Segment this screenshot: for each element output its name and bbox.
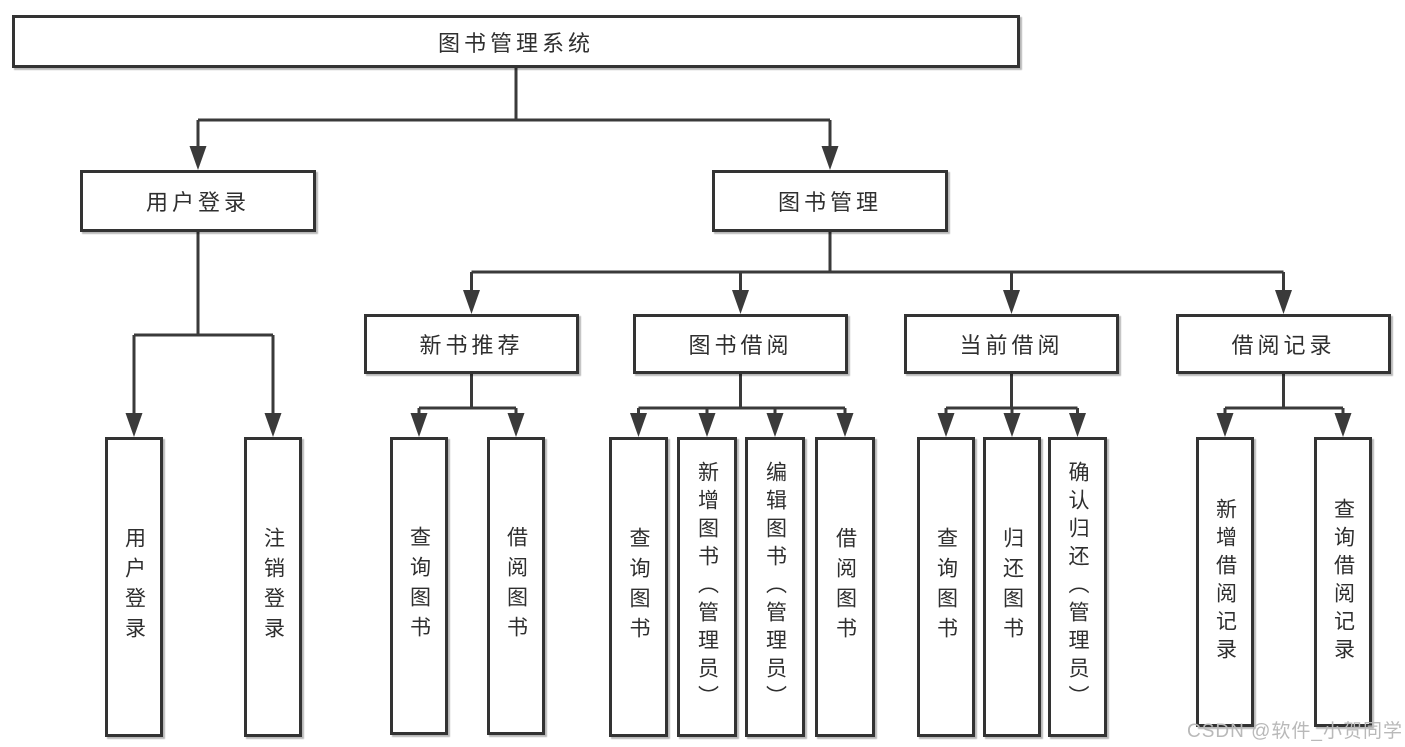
node-borrowing-records: 借阅记录 xyxy=(1176,314,1391,374)
node-label: 归还图书 xyxy=(1000,527,1024,647)
node-label: 新增图书（管理员） xyxy=(695,461,719,713)
node-book-borrowing: 图书借阅 xyxy=(633,314,848,374)
node-label: 当前借阅 xyxy=(959,333,1064,358)
leaf-edit-books-admin: 编辑图书（管理员） xyxy=(745,437,805,737)
leaf-user-login: 用户登录 xyxy=(105,437,163,737)
leaf-logout: 注销登录 xyxy=(244,437,302,737)
leaf-query-books-current: 查询图书 xyxy=(917,437,975,737)
leaf-borrow-books: 借阅图书 xyxy=(815,437,875,737)
leaf-query-borrow-record: 查询借阅记录 xyxy=(1314,437,1372,727)
node-current-borrowing: 当前借阅 xyxy=(904,314,1119,374)
node-label: 编辑图书（管理员） xyxy=(763,461,787,713)
node-label: 新增借阅记录 xyxy=(1213,498,1237,666)
node-label: 借阅记录 xyxy=(1231,333,1336,358)
node-label: 图书借阅 xyxy=(688,333,793,358)
node-library-management-system: 图书管理系统 xyxy=(12,15,1020,68)
leaf-add-books-admin: 新增图书（管理员） xyxy=(677,437,737,737)
leaf-query-books-borrowing: 查询图书 xyxy=(609,437,668,737)
connector-paths xyxy=(132,68,1345,418)
node-label: 借阅图书 xyxy=(504,526,528,646)
node-label: 用户登录 xyxy=(145,190,250,215)
node-label: 查询图书 xyxy=(627,527,650,647)
leaf-return-books: 归还图书 xyxy=(983,437,1041,737)
node-label: 图书管理 xyxy=(777,190,882,215)
node-label: 确认归还（管理员） xyxy=(1066,461,1089,713)
node-book-management: 图书管理 xyxy=(712,170,948,232)
node-new-book-recommend: 新书推荐 xyxy=(364,314,579,374)
node-label: 新书推荐 xyxy=(419,333,524,358)
node-label: 查询图书 xyxy=(407,526,431,646)
node-label: 图书管理系统 xyxy=(437,30,594,56)
leaf-borrow-books-recommend: 借阅图书 xyxy=(487,437,545,735)
node-user-login: 用户登录 xyxy=(80,170,316,232)
node-label: 注销登录 xyxy=(261,527,285,647)
node-label: 借阅图书 xyxy=(833,527,857,647)
csdn-watermark: CSDN @软件_小贺同学 xyxy=(1187,721,1403,742)
arrowhead-icons xyxy=(125,146,1352,437)
node-label: 用户登录 xyxy=(122,527,146,647)
leaf-add-borrow-record: 新增借阅记录 xyxy=(1196,437,1254,727)
node-label: 查询图书 xyxy=(934,527,958,647)
node-label: 查询借阅记录 xyxy=(1331,498,1355,666)
leaf-confirm-return-admin: 确认归还（管理员） xyxy=(1048,437,1107,737)
leaf-query-books-recommend: 查询图书 xyxy=(390,437,448,735)
